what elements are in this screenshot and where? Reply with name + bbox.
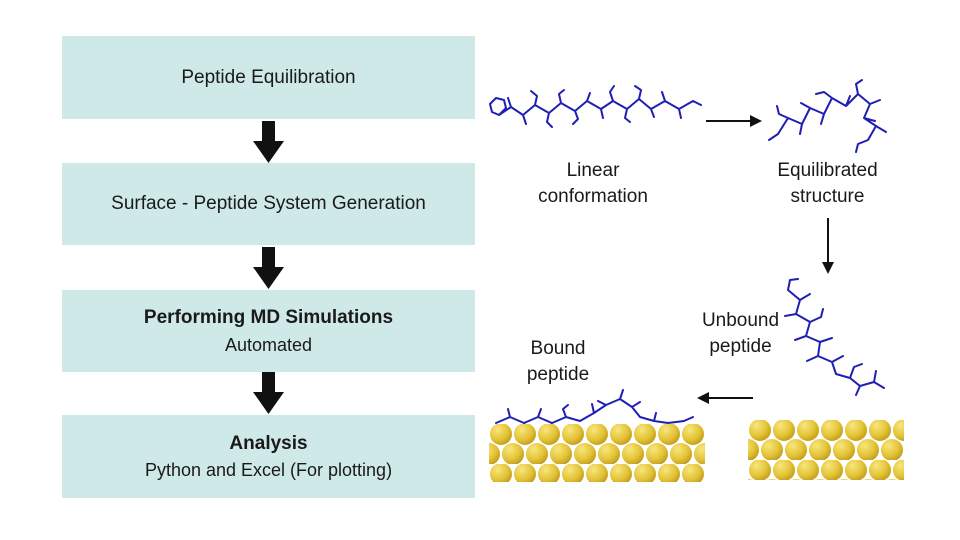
gold-surface-bound bbox=[489, 424, 705, 482]
linear-peptide-illustration bbox=[489, 85, 702, 128]
flow-step-title: Peptide Equilibration bbox=[181, 66, 356, 88]
equilibrated-structure-illustration bbox=[768, 79, 887, 153]
flow-step-system-generation: Surface - Peptide System Generation bbox=[62, 163, 475, 245]
arrow-left-icon bbox=[697, 392, 753, 404]
flow-step-title: Performing MD Simulations bbox=[143, 307, 394, 329]
flow-step-md-simulations: Performing MD Simulations Automated bbox=[62, 290, 475, 372]
label-linear-conformation: Linear conformation bbox=[538, 160, 648, 207]
arrow-down-icon bbox=[253, 247, 284, 289]
flow-step-subtitle: Automated bbox=[224, 334, 313, 355]
arrow-right-icon bbox=[706, 115, 762, 127]
flow-step-title: Analysis bbox=[229, 432, 308, 454]
label-unbound-peptide: Unbound peptide bbox=[701, 310, 780, 357]
flow-step-peptide-equilibration: Peptide Equilibration bbox=[62, 36, 475, 119]
arrow-down-icon bbox=[253, 372, 284, 414]
label-equilibrated-structure: Equilibrated structure bbox=[777, 160, 878, 207]
gold-surface-bare bbox=[748, 420, 904, 480]
arrow-down-icon bbox=[253, 121, 284, 163]
flow-step-title: Surface - Peptide System Generation bbox=[111, 193, 426, 215]
flow-step-analysis: Analysis Python and Excel (For plotting) bbox=[62, 415, 475, 498]
arrow-down-icon bbox=[822, 218, 834, 274]
label-bound-peptide: Bound peptide bbox=[526, 338, 590, 385]
unbound-peptide-illustration bbox=[784, 278, 885, 396]
flow-step-subtitle: Python and Excel (For plotting) bbox=[144, 460, 393, 481]
